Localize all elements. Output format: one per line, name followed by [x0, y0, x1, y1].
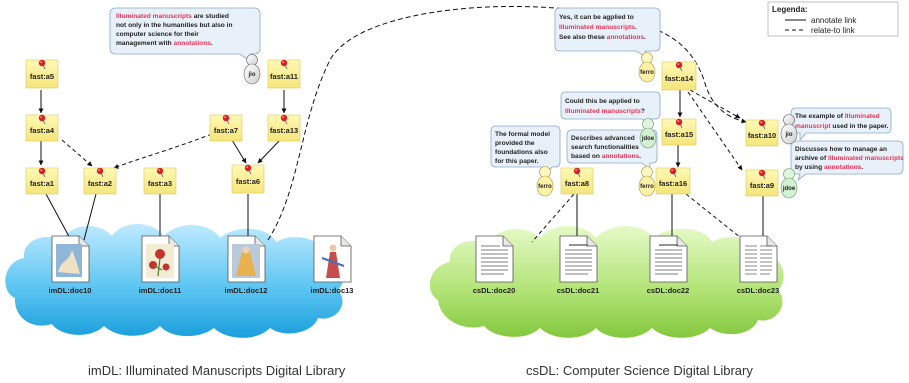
note-label: fast:a6 [236, 177, 260, 186]
legend: Legenda: annotate link relate-to link [767, 1, 899, 37]
svg-text:foundations also: foundations also [495, 149, 548, 156]
bubble-jio-example: The example of Illuminated manuscript us… [790, 107, 892, 142]
svg-text:archive of Illuminated manuscr: archive of Illuminated manuscripts [795, 155, 904, 162]
doc-csdl-doc22[interactable]: csDL:doc22 [647, 235, 690, 295]
user-jio-avatar-2[interactable]: jio [780, 114, 798, 145]
svg-text:by using annotations.: by using annotations. [795, 164, 863, 171]
bubble-ferro-search: Describes advanced search functionalitie… [566, 129, 658, 171]
note-fast-a9[interactable]: fast:a9 [745, 169, 779, 197]
user-name: ferro [640, 70, 654, 76]
legend-relate: relate-to link [811, 26, 856, 35]
note-label: fast:a3 [148, 179, 172, 188]
bubble-jdoe-archive: Discusses how to manage an archive of Il… [790, 140, 904, 182]
user-name: jio [785, 132, 793, 138]
doc-imdl-doc12[interactable]: imDL:doc12 [225, 235, 268, 295]
imdl-links [38, 5, 747, 243]
user-jio-avatar[interactable]: jio [243, 54, 261, 85]
svg-text:management with annotations.: management with annotations. [116, 40, 213, 47]
note-label: fast:a15 [665, 130, 693, 139]
doc-label: imDL:doc13 [311, 286, 354, 295]
note-fast-a15[interactable]: fast:a15 [661, 118, 697, 146]
svg-text:See also these annotations.: See also these annotations. [559, 34, 646, 41]
svg-text:Yes, it can be agplied to: Yes, it can be agplied to [559, 14, 634, 21]
note-fast-a4[interactable]: fast:a4 [25, 114, 59, 142]
note-label: fast:a8 [565, 179, 589, 188]
doc-csdl-doc20[interactable]: csDL:doc20 [473, 235, 516, 295]
note-label: fast:a5 [30, 72, 54, 81]
note-fast-a2[interactable]: fast:a2 [83, 167, 117, 195]
svg-text:computer science for their: computer science for their [116, 31, 199, 38]
svg-text:The example of Illuminated: The example of Illuminated [795, 113, 880, 120]
note-label: fast:a11 [270, 72, 298, 81]
note-label: fast:a9 [750, 181, 774, 190]
note-fast-a16[interactable]: fast:a16 [655, 167, 691, 195]
doc-label: csDL:doc23 [737, 286, 780, 295]
bubble-ferro-formal-model: The formal model provided the foundation… [490, 125, 561, 178]
user-name: jio [248, 72, 256, 78]
note-label: fast:a1 [30, 179, 54, 188]
svg-text:Describes advanced: Describes advanced [571, 135, 635, 142]
note-fast-a3[interactable]: fast:a3 [143, 167, 177, 195]
note-fast-a7[interactable]: fast:a7 [209, 114, 243, 142]
note-fast-a6[interactable]: fast:a6 [231, 164, 265, 194]
note-fast-a13[interactable]: fast:a13 [267, 114, 301, 142]
legend-title: Legenda: [772, 5, 808, 14]
bubble-jio-comment: Illuminated manuscripts are studied not … [109, 7, 261, 66]
svg-text:Illuminated manuscripts are st: Illuminated manuscripts are studied [116, 13, 229, 20]
svg-text:based on annotations.: based on annotations. [571, 153, 641, 160]
doc-label: csDL:doc21 [557, 286, 600, 295]
note-label: fast:a16 [659, 179, 687, 188]
legend-annotate: annotate link [811, 16, 857, 25]
csdl-cloud [429, 226, 784, 338]
note-fast-a8[interactable]: fast:a8 [560, 167, 594, 195]
user-ferro-avatar[interactable]: ferro [638, 52, 656, 83]
svg-text:Illuminated manuscripts.: Illuminated manuscripts. [559, 24, 637, 31]
note-label: fast:a13 [270, 126, 298, 135]
doc-csdl-doc21[interactable]: csDL:doc21 [557, 235, 600, 295]
user-name: ferro [640, 184, 654, 190]
doc-label: imDL:doc10 [49, 286, 92, 295]
doc-csdl-doc23[interactable]: csDL:doc23 [737, 235, 780, 295]
note-fast-a5[interactable]: fast:a5 [25, 59, 59, 89]
caption-imdl: imDL: Illuminated Manuscripts Digital Li… [88, 363, 346, 378]
csdl-links [531, 89, 764, 243]
user-ferro-avatar-2[interactable]: ferro [536, 166, 554, 197]
svg-text:Discusses how to manage an: Discusses how to manage an [795, 146, 887, 153]
note-label: fast:a4 [30, 126, 55, 135]
svg-text:search functionalities: search functionalities [571, 144, 639, 151]
caption-csdl: csDL: Computer Science Digital Library [526, 363, 753, 378]
user-name: jdoe [641, 136, 655, 142]
doc-imdl-doc11[interactable]: imDL:doc11 [139, 235, 182, 295]
doc-label: csDL:doc20 [473, 286, 516, 295]
note-label: fast:a7 [214, 126, 238, 135]
note-label: fast:a2 [88, 179, 112, 188]
note-label: fast:a14 [665, 74, 694, 83]
svg-text:manuscript used in the paper.: manuscript used in the paper. [795, 123, 889, 130]
note-label: fast:a10 [748, 131, 776, 140]
doc-label: csDL:doc22 [647, 286, 690, 295]
user-name: jdoe [782, 186, 796, 192]
bubble-ferro-reply: Yes, it can be agplied to Illuminated ma… [554, 7, 661, 59]
svg-text:Could this be applied to: Could this be applied to [565, 98, 640, 105]
user-jdoe-avatar[interactable]: jdoe [639, 118, 657, 149]
user-ferro-avatar-3[interactable]: ferro [638, 166, 656, 197]
user-name: ferro [538, 184, 552, 190]
svg-text:not only in the humanities but: not only in the humanities but also in [116, 22, 233, 29]
doc-label: imDL:doc11 [139, 286, 182, 295]
doc-imdl-doc10[interactable]: imDL:doc10 [49, 235, 92, 295]
svg-text:The formal model: The formal model [495, 131, 550, 138]
svg-text:Illuminated manuscripts?: Illuminated manuscripts? [565, 108, 645, 115]
note-fast-a1[interactable]: fast:a1 [25, 167, 59, 195]
note-fast-a14[interactable]: fast:a14 [661, 61, 697, 91]
svg-text:provided the: provided the [495, 140, 535, 147]
note-fast-a11[interactable]: fast:a11 [267, 59, 301, 89]
user-jdoe-avatar-2[interactable]: jdoe [780, 168, 798, 199]
doc-label: imDL:doc12 [225, 286, 268, 295]
note-fast-a10[interactable]: fast:a10 [745, 119, 779, 147]
svg-text:for this paper.: for this paper. [495, 158, 539, 165]
doc-imdl-doc13[interactable]: imDL:doc13 [311, 235, 354, 295]
